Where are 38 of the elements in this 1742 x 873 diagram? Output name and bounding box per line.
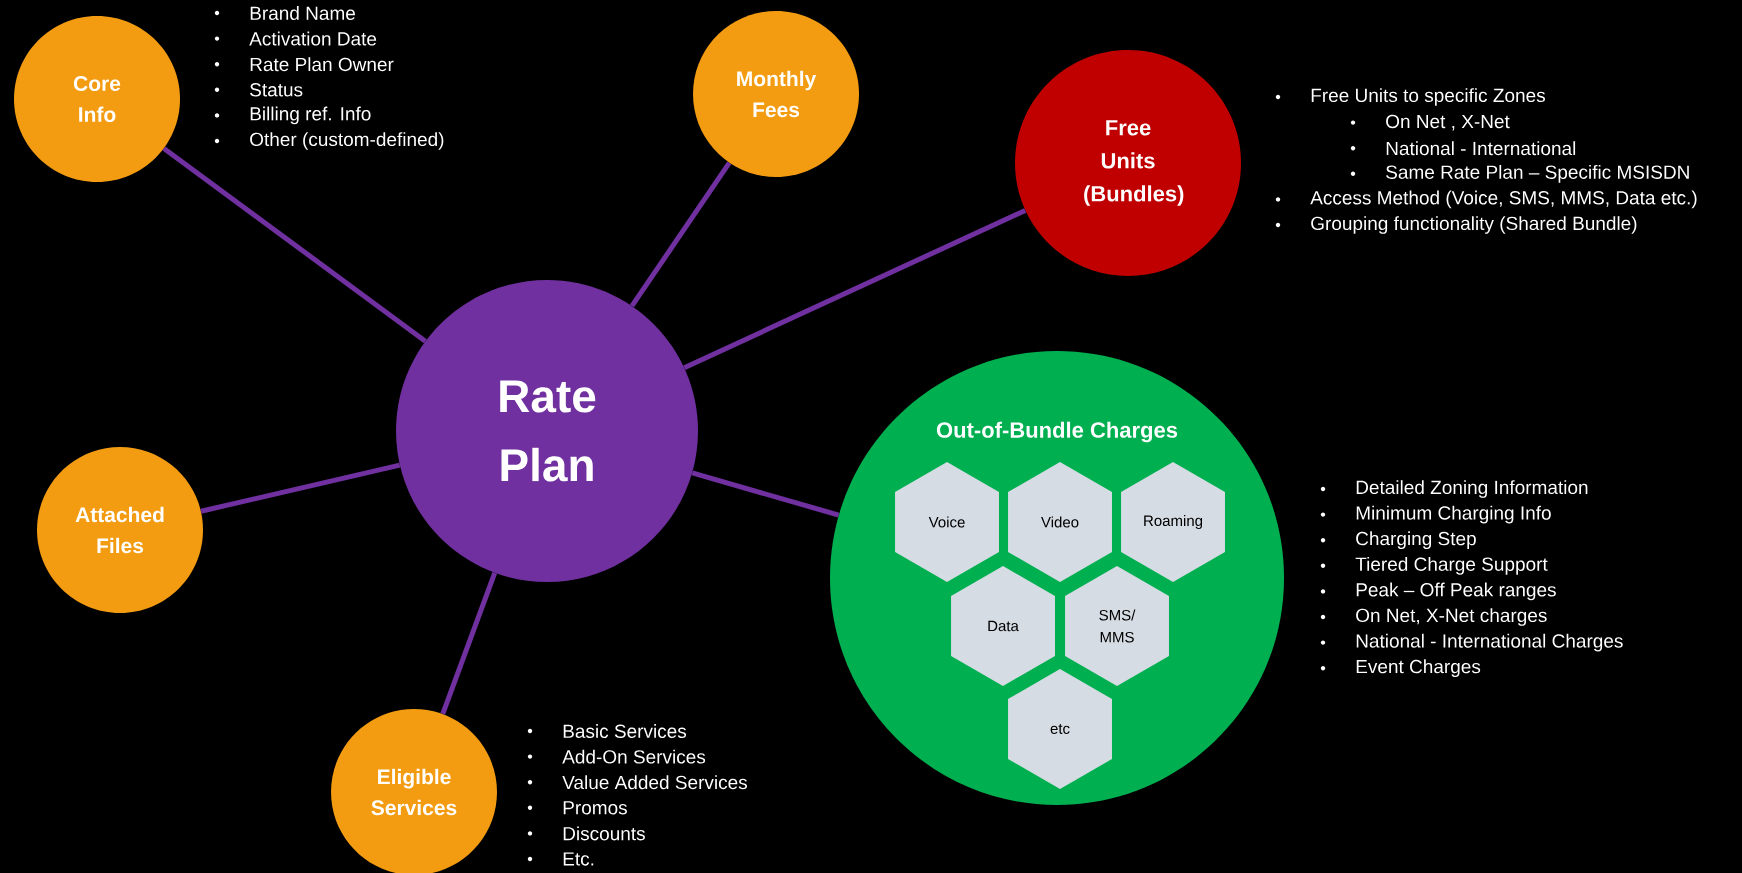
bullet-item: Add-On Services — [527, 749, 706, 764]
category-hexagon: Video — [1008, 462, 1112, 582]
bullet-item: Other (custom-defined) — [214, 132, 444, 150]
bullet-item: Event Charges — [1320, 659, 1481, 678]
bullet-item: Billing ref. Info — [214, 106, 371, 125]
bullet-item: Promos — [527, 801, 627, 815]
category-hexagon: SMS/ MMS — [1065, 566, 1169, 686]
bullet-item: National - International — [1350, 141, 1576, 156]
connector-line — [683, 208, 1027, 370]
bullet-item: Detailed Zoning Information — [1320, 480, 1588, 498]
category-hexagon: Voice — [895, 462, 999, 582]
category-hexagon: etc — [1008, 669, 1112, 789]
bullet-item: Value Added Services — [527, 775, 747, 790]
bullet-item: On Net, X-Net charges — [1320, 608, 1547, 626]
bullet-item: Peak – Off Peak ranges — [1320, 582, 1556, 601]
bullet-item: Activation Date — [214, 31, 377, 46]
bullet-item: Basic Services — [527, 724, 687, 738]
bullet-item: Access Method (Voice, SMS, MMS, Data etc.) — [1275, 190, 1697, 209]
bullet-item: Etc. — [527, 852, 594, 866]
bullet-item: Tiered Charge Support — [1320, 556, 1548, 575]
bullet-item: On Net , X-Net — [1350, 114, 1510, 131]
bullet-item: Discounts — [527, 826, 645, 841]
bullet-item: Grouping functionality (Shared Bundle) — [1275, 216, 1637, 234]
connector-line — [691, 470, 840, 518]
category-hexagon: Data — [951, 566, 1055, 686]
connector-line — [440, 572, 498, 715]
connector-line — [162, 146, 427, 344]
bullet-item: Free Units to specific Zones — [1275, 88, 1545, 106]
connector-line — [200, 462, 401, 514]
bullet-item: Status — [214, 83, 303, 97]
bullet-item: Minimum Charging Info — [1320, 505, 1551, 524]
bullet-item: Same Rate Plan – Specific MSISDN — [1350, 164, 1689, 183]
connector-line — [629, 161, 732, 308]
bullet-item: Rate Plan Owner — [214, 57, 394, 72]
bullet-item: Charging Step — [1320, 531, 1476, 550]
category-hexagon: Roaming — [1121, 462, 1225, 582]
bullet-item: Brand Name — [214, 6, 355, 20]
bullet-item: National - International Charges — [1320, 633, 1623, 652]
